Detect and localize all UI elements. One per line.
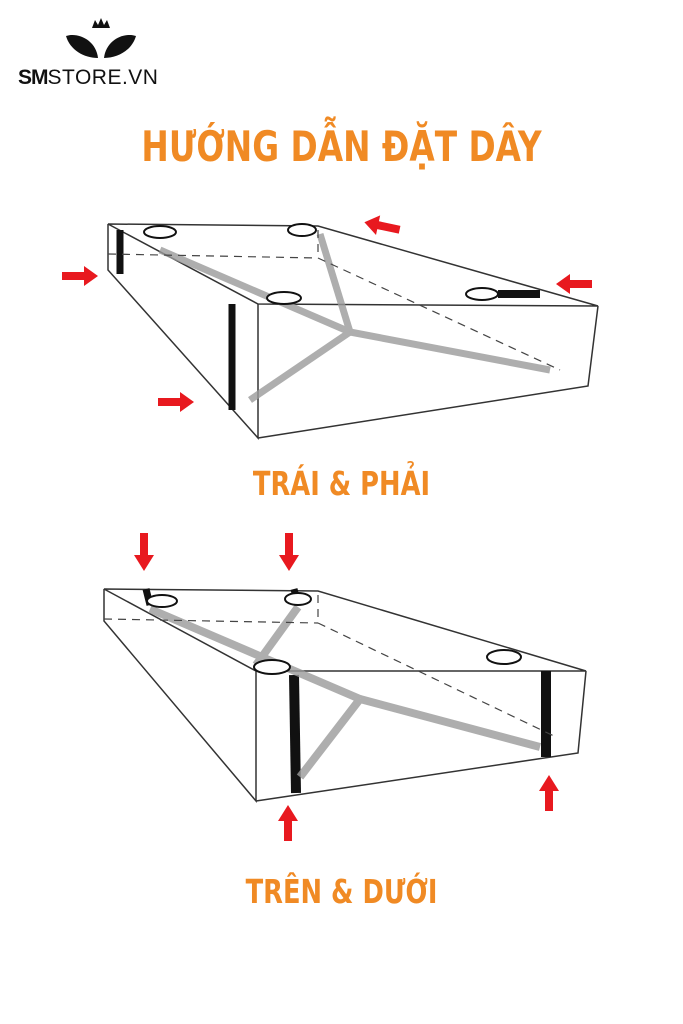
- strap: [116, 230, 540, 410]
- brand-name: SMSTORE.VN: [18, 66, 159, 89]
- crown-icon: [92, 18, 110, 28]
- label-top-bottom: TRÊN & DƯỚI: [245, 872, 438, 911]
- diagram-top-bottom: [103, 533, 587, 841]
- page-title: HƯỚNG DẪN ĐẶT DÂY: [141, 122, 542, 171]
- leaf-logo-icon: [66, 18, 136, 58]
- brand-logo: SMSTORE.VN: [18, 14, 188, 94]
- arrow-left-icon: [364, 215, 592, 294]
- arrow-down-icon: [134, 533, 299, 571]
- arrow-up-icon: [278, 775, 559, 841]
- diagram-left-right: [62, 215, 599, 440]
- label-left-right: TRÁI & PHẢI: [252, 464, 431, 503]
- arrow-right-icon: [62, 266, 194, 412]
